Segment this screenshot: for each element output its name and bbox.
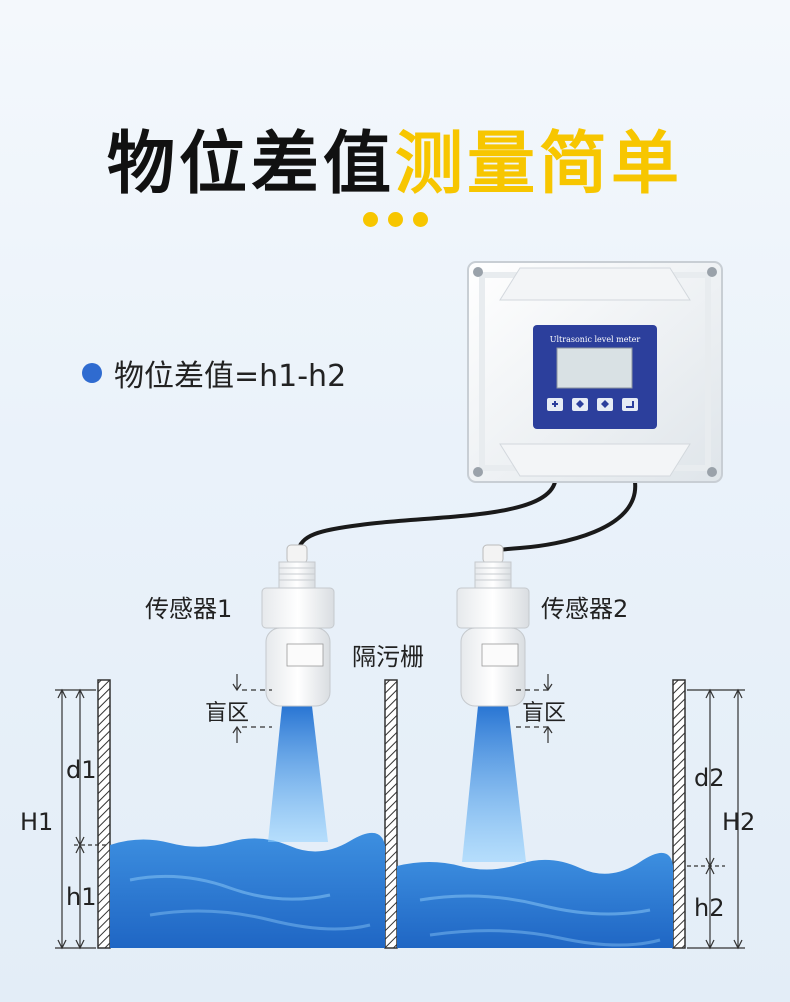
- water-left: [110, 832, 385, 948]
- water-right: [397, 852, 673, 948]
- cable-2: [489, 481, 638, 554]
- left-dimensions: [55, 688, 108, 950]
- d1-label: d1: [66, 756, 97, 784]
- wall-right: [672, 679, 686, 949]
- h1-label: h1: [66, 883, 97, 911]
- sensor-2: [456, 544, 530, 707]
- grate-label: 隔污栅: [352, 643, 424, 671]
- blind-zone-2-markers: [516, 674, 553, 743]
- blind-zone-2-label: 盲区: [522, 701, 567, 726]
- grate-middle: [384, 679, 398, 949]
- h2-label: h2: [694, 894, 725, 922]
- blind-zone-1-markers: [232, 674, 272, 743]
- page-title: 物位差值测量简单: [0, 108, 790, 207]
- formula-text: 物位差值=h1-h2: [114, 359, 347, 394]
- beam-2: [462, 706, 526, 862]
- formula-line: 物位差值=h1-h2: [82, 351, 346, 395]
- title-part1: 物位差值: [106, 125, 395, 204]
- H2-label: H2: [722, 808, 756, 836]
- lcd-screen: [556, 347, 633, 389]
- dot-icon: [362, 212, 378, 227]
- sensor-1-label: 传感器1: [145, 595, 233, 623]
- sensor-2-label: 传感器2: [541, 595, 629, 623]
- blind-zone-1-label: 盲区: [205, 701, 250, 726]
- dot-icon: [387, 212, 403, 227]
- bullet-icon: [82, 363, 102, 383]
- title-part2: 测量简单: [395, 125, 684, 204]
- beam-1: [268, 706, 328, 842]
- wall-left: [97, 679, 111, 949]
- panel-label: Ultrasonic level meter: [550, 335, 641, 344]
- right-dimensions: [687, 688, 745, 950]
- cable-1: [296, 481, 557, 553]
- controller-box: [467, 261, 723, 483]
- dot-icon: [412, 212, 428, 227]
- decorative-dots: [0, 212, 790, 231]
- d2-label: d2: [694, 764, 725, 792]
- sensor-1: [261, 544, 335, 707]
- H1-label: H1: [20, 808, 54, 836]
